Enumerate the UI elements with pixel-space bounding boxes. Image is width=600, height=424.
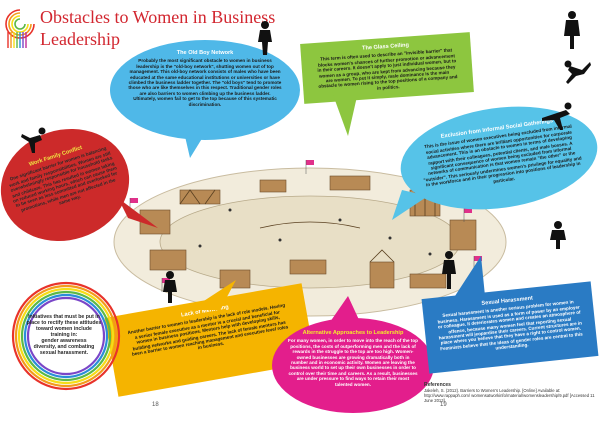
woman-silhouette-icon (258, 21, 272, 55)
rainbow-ring-icon (11, 281, 121, 391)
glass-ceiling-bubble: The Glass Ceiling This term is often use… (300, 32, 474, 104)
initiatives-text: Initiatives that must be put in place to… (26, 314, 102, 338)
initiatives-item-2: diversity, and combating sexual harassme… (33, 344, 95, 356)
old-boy-network-heading: The Old Boy Network (176, 50, 234, 56)
title-line-2: Leadership (40, 29, 120, 49)
woman-silhouette-icon (564, 11, 580, 49)
woman-silhouette-icon (163, 271, 177, 303)
running-woman-silhouette-icon (21, 127, 46, 153)
woman-silhouette-icon (442, 251, 456, 289)
initiatives-circle: Initiatives that must be put in place to… (18, 290, 110, 382)
glass-ceiling-bubble-tail (332, 92, 358, 136)
rainbow-logo-icon (5, 9, 35, 48)
old-boy-bubble-tail (184, 132, 206, 158)
references-block: References Jakeleh, S. (2012). Barriers … (424, 382, 596, 404)
alternative-approaches-bubble: Alternative Approaches to Leadership For… (272, 318, 434, 413)
references-heading: References (424, 382, 451, 388)
lack-of-mentoring-bubble-tail (190, 280, 236, 310)
exclusion-bubble-tail (392, 190, 428, 220)
old-boy-network-bubble: The Old Boy Network Probably the most si… (110, 40, 300, 140)
glass-ceiling-text: This term is often used to describe an "… (317, 47, 458, 91)
page-number-left: 18 (152, 402, 159, 408)
old-boy-network-text: Probably the most significant obstacle t… (128, 58, 282, 107)
work-family-bubble-tail (118, 198, 158, 228)
sexual-harassment-bubble-tail (455, 256, 485, 296)
jumping-woman-silhouette-icon (564, 60, 591, 84)
alternative-approaches-text: For many women, in order to move into th… (288, 338, 418, 387)
stretching-woman-silhouette-icon (542, 102, 572, 130)
references-text: Jakeleh, S. (2012). Barriers to Women's … (424, 388, 595, 403)
woman-silhouette-icon (550, 221, 566, 249)
poster-title: Obstacles to Women in Business Leadershi… (40, 6, 275, 50)
title-line-1: Obstacles to Women in Business (40, 7, 276, 27)
alternative-approaches-heading: Alternative Approaches to Leadership (302, 330, 404, 336)
page-number-right: 19 (440, 402, 447, 408)
alternative-approaches-bubble-tail (330, 296, 360, 322)
initiatives-item-1: gender awareness (41, 338, 87, 344)
